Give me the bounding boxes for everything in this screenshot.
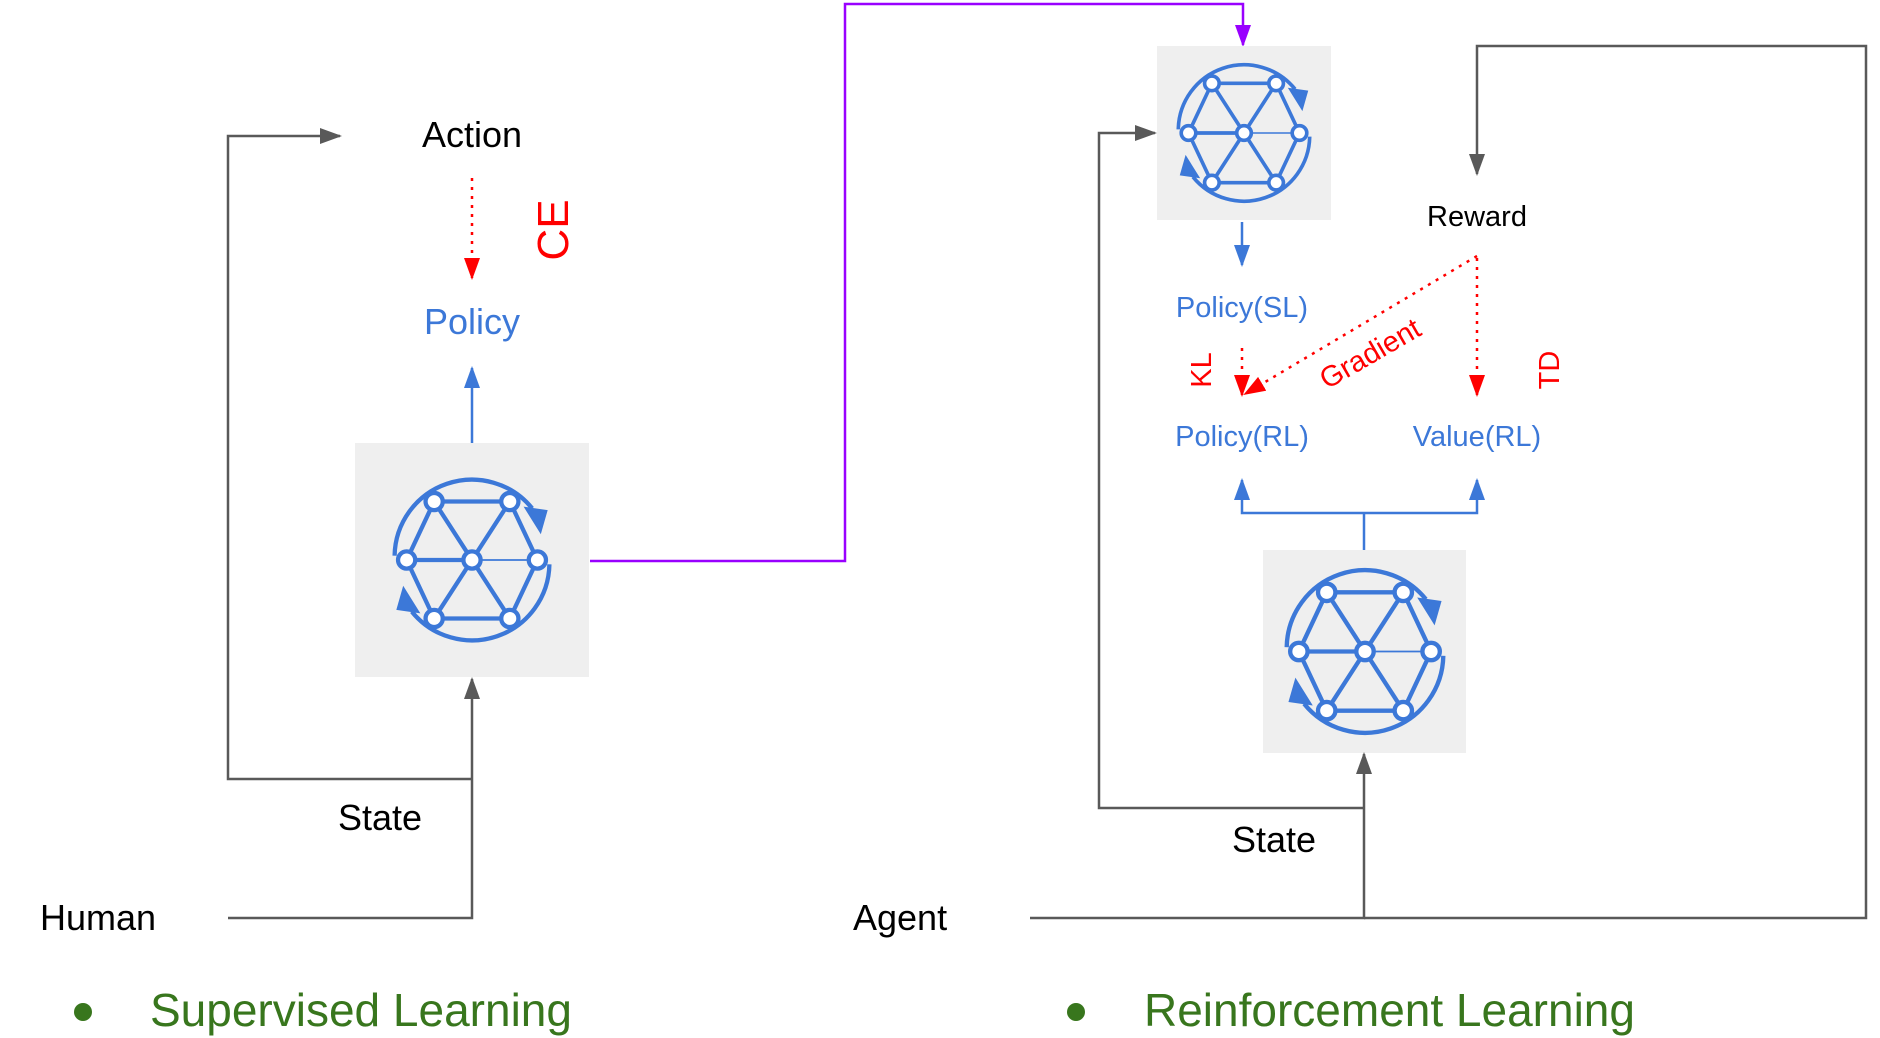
policy-label: Policy	[424, 301, 520, 342]
sl-bullet	[74, 1003, 92, 1021]
state-to-action-line	[226, 128, 472, 781]
reward-label: Reward	[1427, 201, 1527, 233]
action-label: Action	[422, 114, 522, 155]
kl-label: KL	[1186, 352, 1218, 387]
agent-label: Agent	[853, 897, 947, 938]
rl-state-label: State	[1232, 819, 1316, 860]
sl-section-title: Supervised Learning	[150, 984, 572, 1036]
policy-sl-label: Policy(SL)	[1176, 292, 1308, 324]
rl-network-to-policy-arrow	[1234, 478, 1364, 515]
human-label: Human	[40, 897, 156, 938]
td-label: TD	[1534, 351, 1566, 390]
rl-section-title: Reinforcement Learning	[1144, 984, 1635, 1036]
state-to-sl-network-line	[1097, 125, 1364, 810]
supervised-learning-panel: Action Policy CE State Human Supervised …	[40, 114, 589, 1036]
weight-transfer-line	[590, 2, 1251, 563]
reinforcement-learning-panel: Reward Policy(SL) Policy(RL) Value(RL) K…	[853, 44, 1868, 1036]
ce-label: CE	[529, 199, 578, 260]
rl-network-to-value-arrow	[1364, 478, 1485, 515]
human-to-network-line	[228, 677, 480, 920]
rl-bullet	[1067, 1003, 1085, 1021]
sl-state-label: State	[338, 797, 422, 838]
gradient-label: Gradient	[1314, 313, 1426, 396]
agent-to-reward-line	[1364, 44, 1868, 920]
value-rl-label: Value(RL)	[1413, 421, 1541, 453]
policy-rl-label: Policy(RL)	[1175, 421, 1309, 453]
